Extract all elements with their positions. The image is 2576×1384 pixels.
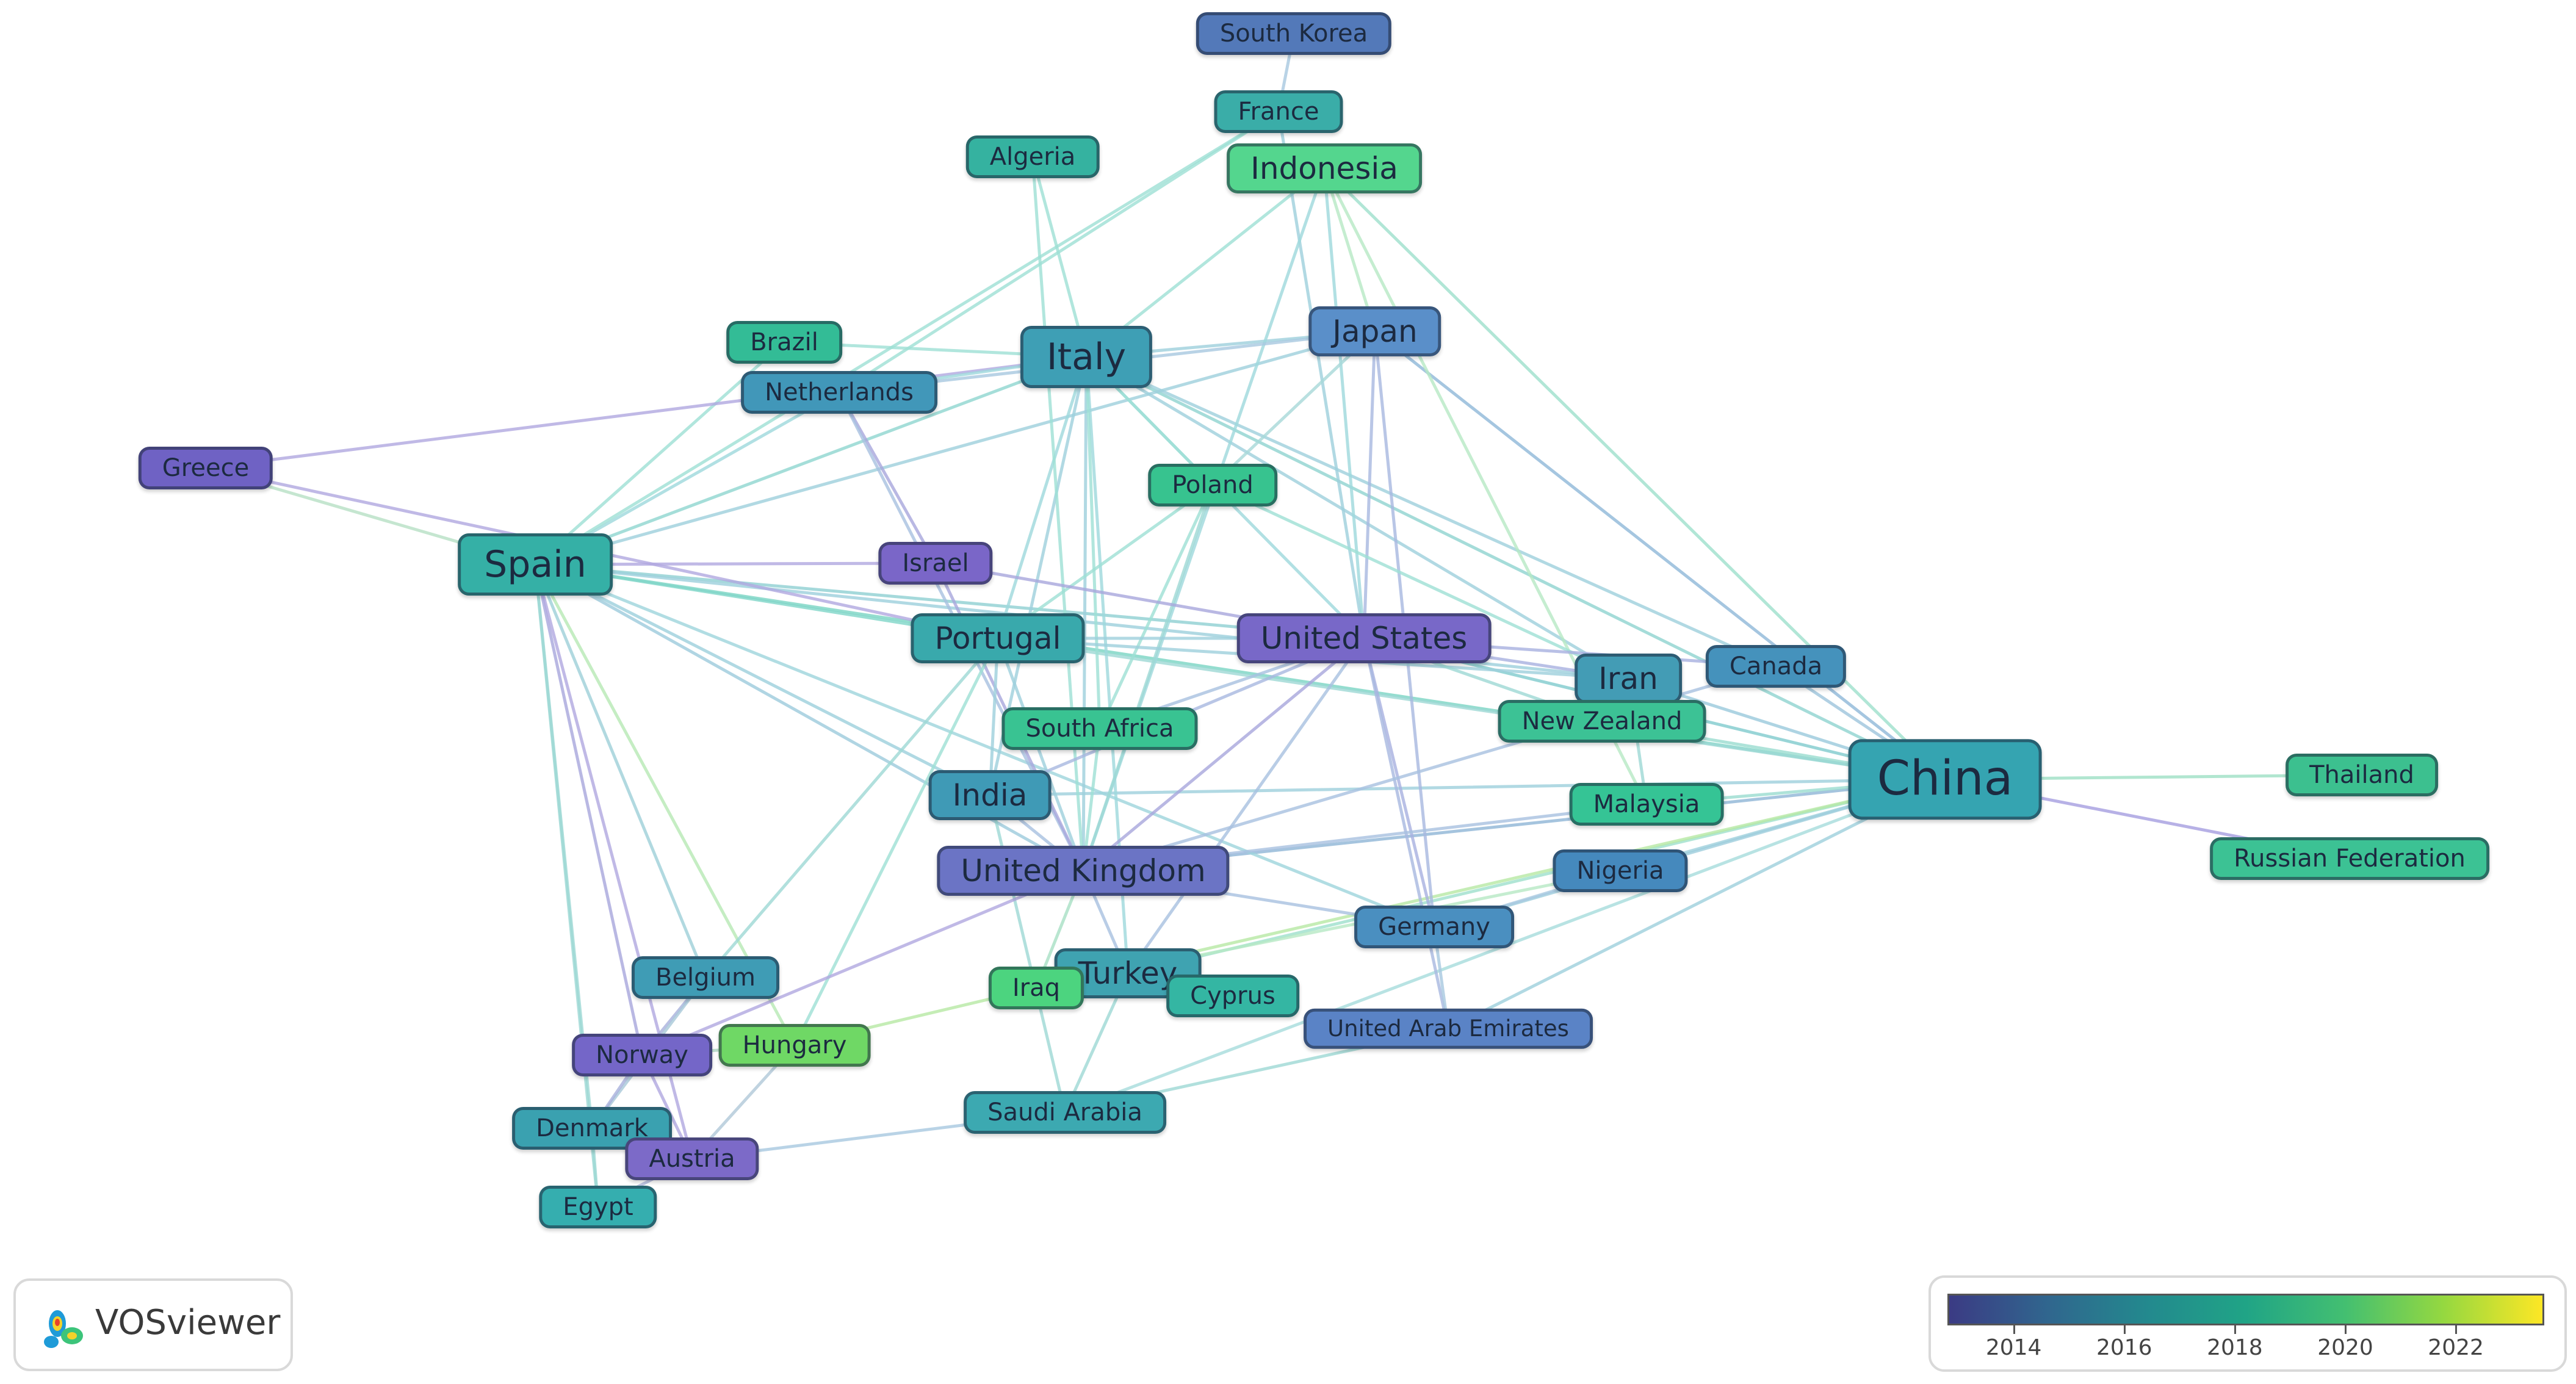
node-france[interactable]: France [1214, 90, 1343, 133]
link-china-italy [1084, 355, 1947, 781]
link-spain-india [533, 563, 992, 797]
node-malaysia[interactable]: Malaysia [1569, 783, 1724, 826]
link-united-states-united-kingdom [1081, 636, 1366, 873]
link-portugal-united-kingdom [996, 636, 1085, 873]
link-indonesia-united-states [1322, 167, 1366, 640]
link-indonesia-japan [1322, 167, 1377, 333]
tick-label-2022: 2022 [2428, 1335, 2484, 1360]
node-saudi-arabia[interactable]: Saudi Arabia [964, 1091, 1166, 1134]
node-united-kingdom[interactable]: United Kingdom [937, 846, 1230, 896]
node-italy[interactable]: Italy [1020, 326, 1153, 388]
link-united-states-turkey [1126, 636, 1366, 975]
node-new-zealand[interactable]: New Zealand [1498, 700, 1706, 743]
link-spain-norway [533, 563, 644, 1057]
link-japan-united-states [1362, 330, 1377, 640]
vosviewer-logo: VOSviewer [13, 1278, 293, 1371]
link-poland-united-kingdom [1081, 483, 1214, 873]
link-italy-united-kingdom [1081, 355, 1088, 873]
link-spain-egypt [533, 563, 600, 1209]
tick-label-2018: 2018 [2207, 1335, 2263, 1360]
node-thailand[interactable]: Thailand [2286, 754, 2438, 796]
link-poland-south-africa [1098, 483, 1214, 730]
node-united-states[interactable]: United States [1236, 613, 1492, 663]
node-canada[interactable]: Canada [1705, 645, 1847, 688]
node-israel[interactable]: Israel [878, 542, 993, 585]
link-poland-iran [1211, 483, 1630, 680]
color-scale-legend: 2014 2016 2018 2020 2022 [1928, 1275, 2567, 1372]
link-italy-portugal [996, 355, 1088, 640]
link-france-netherlands [837, 110, 1280, 394]
node-india[interactable]: India [928, 770, 1052, 820]
link-india-saudi-arabia [988, 793, 1067, 1114]
link-italy-canada [1084, 355, 1778, 668]
node-spain[interactable]: Spain [458, 533, 613, 596]
link-japan-poland [1211, 330, 1377, 487]
tick-mark-2014 [2013, 1325, 2015, 1334]
tick-label-2016: 2016 [2096, 1335, 2152, 1360]
node-iran[interactable]: Iran [1575, 654, 1682, 704]
link-spain-france [533, 110, 1280, 566]
link-spain-germany [533, 563, 1436, 929]
link-algeria-united-kingdom [1031, 155, 1085, 873]
tick-label-2014: 2014 [1985, 1335, 2042, 1360]
node-netherlands[interactable]: Netherlands [741, 371, 937, 414]
tick-mark-2022 [2455, 1325, 2458, 1334]
node-japan[interactable]: Japan [1308, 306, 1441, 356]
node-belgium[interactable]: Belgium [632, 956, 779, 999]
tick-label-2020: 2020 [2317, 1335, 2373, 1360]
link-china-japan [1373, 330, 1947, 781]
node-iraq[interactable]: Iraq [988, 967, 1084, 1009]
link-china-india [988, 777, 1947, 797]
link-united-kingdom-norway [640, 869, 1085, 1057]
link-spain-united-states [533, 563, 1366, 640]
node-brazil[interactable]: Brazil [726, 321, 842, 364]
node-germany[interactable]: Germany [1354, 906, 1514, 948]
node-hungary[interactable]: Hungary [718, 1024, 871, 1067]
tick-mark-2018 [2234, 1325, 2236, 1334]
node-norway[interactable]: Norway [572, 1034, 712, 1076]
node-poland[interactable]: Poland [1148, 464, 1277, 506]
node-algeria[interactable]: Algeria [965, 135, 1100, 178]
node-egypt[interactable]: Egypt [539, 1186, 657, 1228]
link-italy-indonesia [1084, 167, 1326, 359]
link-poland-portugal [996, 483, 1214, 640]
node-indonesia[interactable]: Indonesia [1227, 143, 1422, 193]
node-russian-federation[interactable]: Russian Federation [2210, 837, 2489, 880]
link-greece-italy [204, 355, 1088, 470]
node-nigeria[interactable]: Nigeria [1553, 849, 1688, 892]
color-scale-bar [1947, 1294, 2544, 1325]
node-china[interactable]: China [1848, 739, 2042, 820]
node-south-korea[interactable]: South Korea [1196, 12, 1392, 55]
node-south-africa[interactable]: South Africa [1001, 707, 1198, 750]
link-portugal-hungary [793, 636, 1000, 1047]
link-spain-japan [533, 330, 1377, 566]
link-italy-iran [1084, 355, 1630, 680]
link-spain-belgium [533, 563, 707, 979]
node-austria[interactable]: Austria [625, 1137, 759, 1180]
node-portugal[interactable]: Portugal [911, 613, 1085, 663]
link-portugal-india [988, 636, 1000, 797]
link-italy-south-africa [1084, 355, 1102, 730]
link-spain-italy [533, 355, 1088, 566]
tick-mark-2016 [2123, 1325, 2126, 1334]
node-cyprus[interactable]: Cyprus [1166, 975, 1299, 1017]
link-china-united-arab-emirates [1446, 777, 1947, 1031]
node-united-arab-emirates[interactable]: United Arab Emirates [1304, 1008, 1593, 1050]
tick-mark-2020 [2345, 1325, 2347, 1334]
vosviewer-logo-icon [44, 1310, 83, 1348]
link-portugal-belgium [704, 636, 1000, 979]
vosviewer-brand-name: VOSviewer [95, 1303, 281, 1343]
node-greece[interactable]: Greece [138, 447, 273, 489]
link-italy-algeria [1031, 155, 1088, 359]
